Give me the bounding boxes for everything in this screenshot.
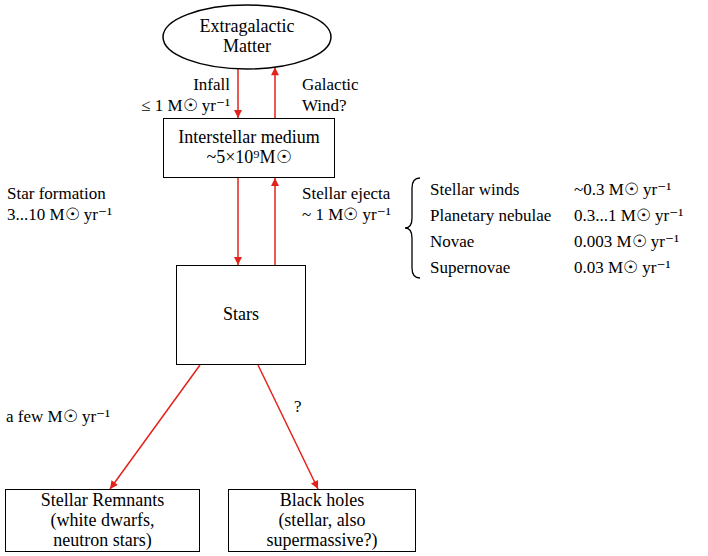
flow-arrow <box>110 365 200 489</box>
process-box: Black holes(stellar, also supermassive?) <box>228 489 416 552</box>
flow-rate-label: Stellar ejecta ~ 1 M☉ yr⁻¹ <box>300 183 393 226</box>
flow-rate-label: Infall ≤ 1 M☉ yr⁻¹ <box>139 74 232 117</box>
ejecta-source: Stellar winds <box>428 179 521 200</box>
ejecta-row: ~0.3 M☉ yr⁻¹ <box>572 179 673 200</box>
flow-arrow <box>274 67 276 118</box>
curly-brace <box>405 178 420 278</box>
ejecta-row: Planetary nebulae <box>428 205 553 226</box>
ejecta-rate: ~0.3 M☉ yr⁻¹ <box>572 179 673 200</box>
flow-arrow <box>237 178 239 265</box>
flow-rate-label: ? <box>292 396 304 417</box>
process-box: Stellar Remnants(white dwarfs, neutron s… <box>5 489 200 552</box>
ejecta-rate: 0.03 M☉ yr⁻¹ <box>572 257 673 278</box>
flow-label-box: Star formation 3...10 M☉ yr⁻¹ <box>5 183 114 226</box>
node-title: Black holes <box>280 491 364 511</box>
ejecta-row: 0.3...1 M☉ yr⁻¹ <box>572 205 685 226</box>
flow-label-box: a few M☉ yr⁻¹ <box>4 406 112 427</box>
flow-rate-label: Star formation 3...10 M☉ yr⁻¹ <box>5 183 114 226</box>
ejecta-source: Novae <box>428 231 476 252</box>
ejecta-row: 0.03 M☉ yr⁻¹ <box>572 257 673 278</box>
node-title: Stars <box>223 305 259 325</box>
flow-label-box: Galactic Wind? <box>300 74 361 117</box>
process-box: Interstellar medium~5×10⁹M☉ <box>163 118 335 178</box>
ejecta-source: Supernovae <box>428 257 512 278</box>
flow-arrow <box>237 69 239 118</box>
flow-rate-label: Galactic Wind? <box>300 74 361 117</box>
ejecta-source: Planetary nebulae <box>428 205 553 226</box>
flow-arrow <box>258 365 318 489</box>
ejecta-rate: 0.003 M☉ yr⁻¹ <box>572 231 681 252</box>
process-box: Stars <box>176 265 306 365</box>
ejecta-row: Novae <box>428 231 476 252</box>
node-title: Interstellar medium <box>178 128 319 148</box>
flow-label-box: Stellar ejecta ~ 1 M☉ yr⁻¹ <box>300 183 393 226</box>
flow-rate-label: a few M☉ yr⁻¹ <box>4 406 112 427</box>
flow-arrow <box>274 178 276 265</box>
node-detail: (stellar, also supermassive?) <box>267 511 378 551</box>
ejecta-row: Supernovae <box>428 257 512 278</box>
ejecta-row: Stellar winds <box>428 179 521 200</box>
node-title: Stellar Remnants <box>41 491 164 511</box>
ejecta-rate: 0.3...1 M☉ yr⁻¹ <box>572 205 685 226</box>
ejecta-row: 0.003 M☉ yr⁻¹ <box>572 231 681 252</box>
flow-label-box: Infall ≤ 1 M☉ yr⁻¹ <box>139 74 232 117</box>
node-detail: ~5×10⁹M☉ <box>206 148 291 168</box>
node-title: Extragalactic Matter <box>200 17 295 57</box>
flow-label-box: ? <box>292 396 304 417</box>
source-ellipse: Extragalactic Matter <box>162 4 332 70</box>
ellipse-shape <box>163 5 331 69</box>
node-detail: (white dwarfs, neutron stars) <box>51 511 155 551</box>
